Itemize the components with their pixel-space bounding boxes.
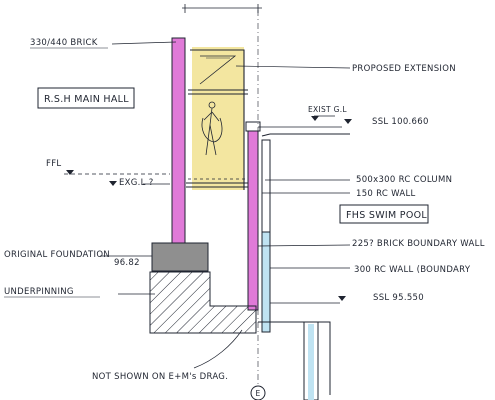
original-foundation — [152, 243, 208, 271]
grid-bubble-e — [250, 385, 266, 400]
underpinning-label: UNDERPINNING — [4, 287, 74, 297]
pool-label-box — [339, 204, 429, 224]
level-markers — [66, 116, 352, 301]
exist-gl-q-label: EXG.L ? — [119, 178, 154, 188]
rooflight — [199, 55, 237, 85]
proposed-extension-label: PROPOSED EXTENSION — [352, 64, 456, 74]
ssl-95-label: SSL 95.550 — [373, 293, 424, 303]
extension-outline — [190, 49, 245, 190]
rc-wall-300 — [261, 231, 271, 333]
original-foundation-label: ORIGINAL FOUNDATION — [4, 250, 110, 260]
exist-gl-label: EXIST G.L — [308, 105, 347, 114]
person-figure — [201, 101, 223, 156]
rc-column — [261, 139, 271, 233]
main-hall-brick-wall — [172, 38, 185, 248]
brick-boundary-label: 225? BRICK BOUNDARY WALL — [352, 239, 485, 249]
level-9682-label: 96.82 — [114, 258, 140, 268]
ssl-100-label: SSL 100.660 — [372, 117, 429, 127]
pool-label: FHS SWIM POOL — [346, 210, 427, 221]
wall-coping — [245, 121, 261, 132]
underpinning-hatch — [149, 271, 257, 334]
pool-base-outline — [258, 321, 331, 395]
main-hall-label-box — [37, 87, 135, 109]
proposed-extension-fill — [192, 47, 244, 190]
boundary-brick-wall — [248, 130, 258, 310]
rc-wall-300-label: 300 RC WALL (BOUNDARY — [354, 265, 471, 275]
ffl-label: FFL — [46, 159, 61, 169]
rc-wall-150-label: 150 RC WALL — [356, 189, 416, 199]
not-shown-label: NOT SHOWN ON E+M's DRAG. — [92, 372, 228, 382]
rc-column-label: 500x300 RC COLUMN — [356, 175, 452, 185]
brick-330-label: 330/440 BRICK — [30, 38, 98, 48]
leader-lines — [64, 41, 351, 369]
grid-label-e: E — [255, 389, 260, 398]
main-hall-label: R.S.H MAIN HALL — [44, 94, 129, 105]
